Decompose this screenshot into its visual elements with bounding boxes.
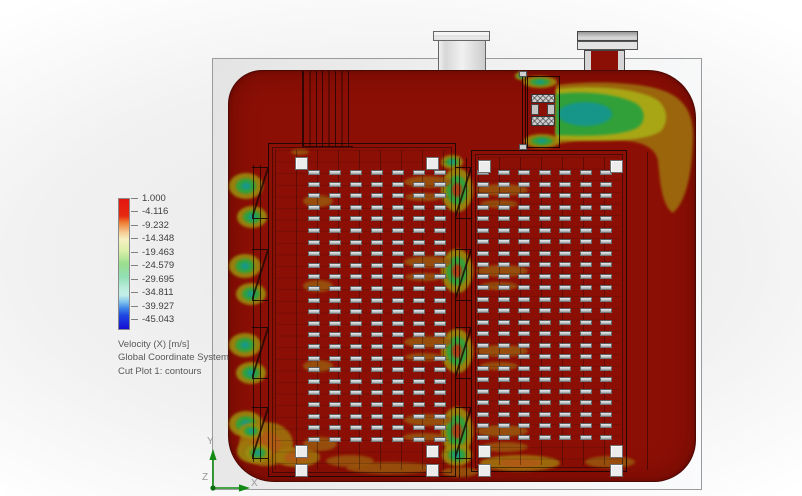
legend-tick: [131, 319, 138, 321]
legend-tick: [131, 251, 138, 253]
legend-tick: [131, 278, 138, 280]
legend-tick: [131, 224, 138, 226]
legend-tick-label: -9.232: [142, 219, 169, 231]
legend-tick-label: -24.579: [142, 260, 175, 272]
legend-tick-label: -14.348: [142, 233, 175, 245]
z-axis-label: Z: [202, 472, 208, 483]
legend-tick-label: -34.811: [142, 287, 174, 299]
bushing-left-cap: [433, 31, 490, 41]
legend-tick-label: -39.927: [142, 300, 175, 312]
legend-tick-label: -19.463: [142, 246, 175, 258]
legend-tick: [131, 238, 138, 240]
legend-tick: [131, 292, 138, 294]
bushing-right-cap: [577, 31, 638, 41]
legend-tick: [131, 197, 138, 199]
legend-tick-label: -45.043: [142, 314, 175, 326]
bushing-left-body: [438, 41, 486, 72]
bushing-right-body: [584, 50, 625, 73]
legend-tick: [131, 305, 138, 307]
legend-tick: [131, 265, 138, 267]
bushing-right-bore: [591, 51, 618, 72]
legend-color-bar: [118, 198, 130, 330]
legend-tick-label: 1.000: [142, 192, 166, 204]
tank-cross-section: [228, 70, 696, 482]
legend-tick-label: -4.116: [142, 206, 169, 218]
legend-tick-label: -29.695: [142, 273, 175, 285]
legend-tick: [131, 211, 138, 213]
bushing-right-flange: [577, 41, 638, 50]
